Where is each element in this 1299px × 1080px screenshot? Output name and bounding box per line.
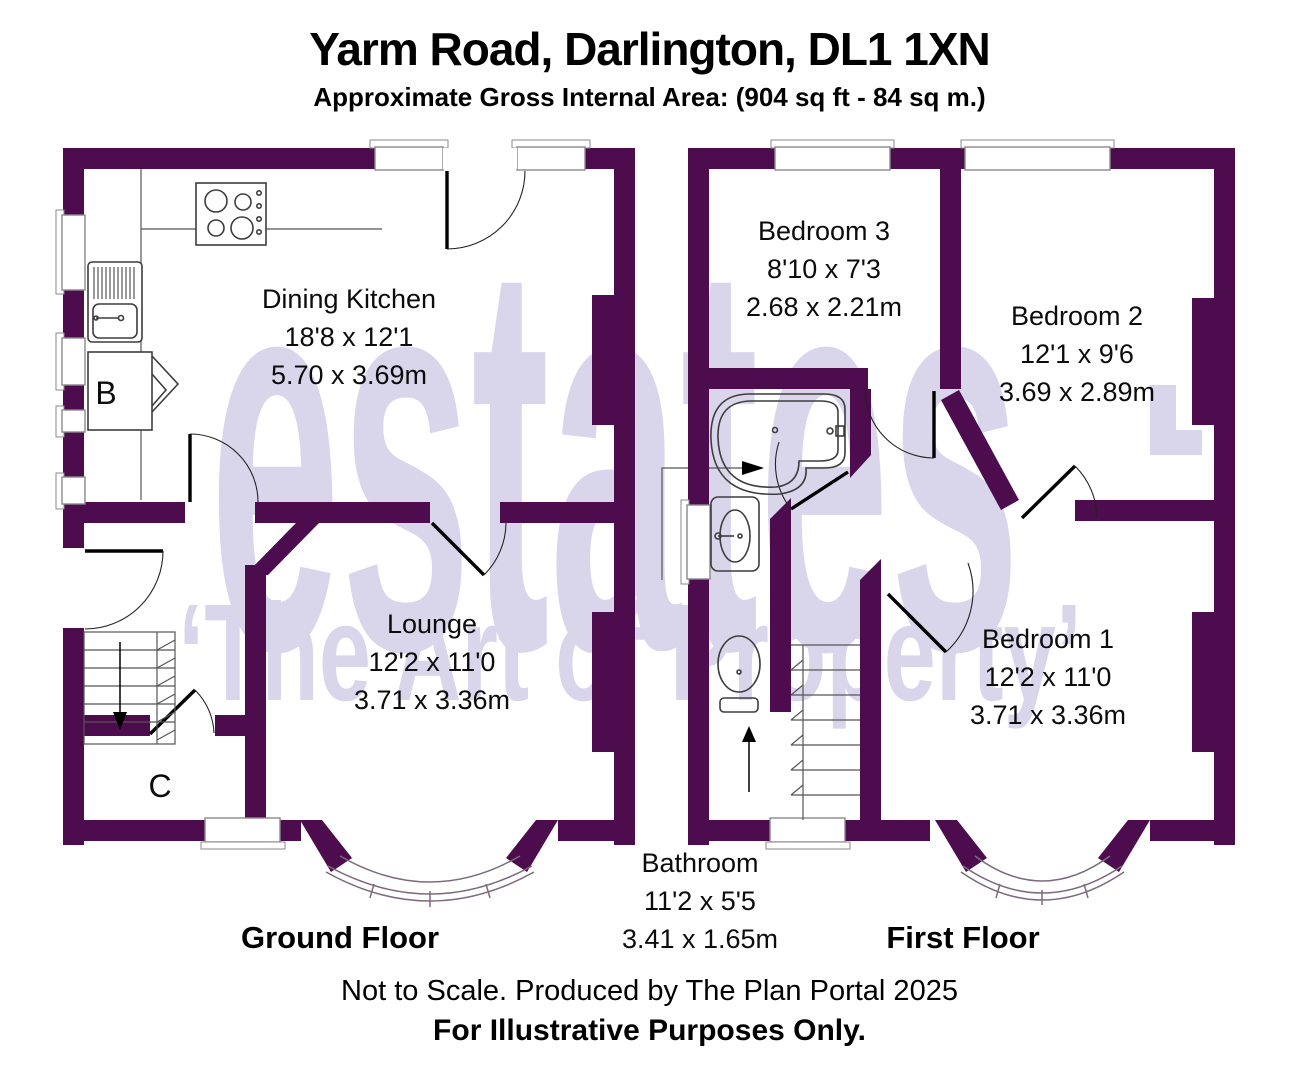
stairs-up — [742, 644, 860, 820]
room-name: Lounge — [387, 609, 477, 639]
boiler-label: B — [95, 375, 116, 411]
window — [369, 139, 449, 171]
room-name: Bedroom 3 — [758, 216, 890, 246]
wall — [558, 820, 635, 841]
room-size-imperial: 11'2 x 5'5 — [644, 886, 756, 916]
room-label-bedroom3: Bedroom 3 8'10 x 7'3 2.68 x 2.21m — [746, 216, 902, 322]
chimney-breast — [592, 295, 616, 425]
door-swing — [430, 521, 507, 577]
room-label-dining-kitchen: Dining Kitchen 18'8 x 12'1 5.70 x 3.69m — [262, 284, 436, 390]
room-label-bedroom2: Bedroom 2 12'1 x 9'6 3.69 x 2.89m — [999, 301, 1155, 407]
first-floor-plan: Bedroom 3 8'10 x 7'3 2.68 x 2.21m Bedroo… — [622, 139, 1235, 955]
window — [511, 139, 591, 171]
wall — [1150, 820, 1235, 841]
basin-icon — [710, 496, 760, 572]
kitchen-sink-icon — [87, 261, 143, 343]
boiler-cupboard — [87, 351, 180, 431]
window — [770, 139, 895, 171]
wall — [245, 523, 319, 575]
window — [960, 139, 1115, 171]
room-size-metric: 3.69 x 2.89m — [999, 377, 1155, 407]
wall — [770, 519, 791, 712]
toilet-icon — [717, 635, 761, 713]
wall — [688, 148, 709, 845]
chimney-breast — [592, 612, 616, 752]
room-size-metric: 2.68 x 2.21m — [746, 292, 902, 322]
watermark-logo-mark — [1150, 385, 1202, 455]
page-subtitle: Approximate Gross Internal Area: (904 sq… — [313, 82, 986, 112]
first-floor-caption: First Floor — [886, 920, 1039, 955]
wall — [941, 390, 1019, 510]
bay-window — [300, 820, 558, 907]
door-swing — [774, 441, 849, 511]
door-swing — [864, 388, 936, 459]
stairs-down — [83, 631, 176, 745]
room-size-imperial: 12'2 x 11'0 — [985, 662, 1112, 692]
wall — [1214, 148, 1235, 845]
window — [680, 499, 711, 585]
room-size-metric: 3.71 x 3.36m — [354, 685, 510, 715]
bay-window — [935, 820, 1150, 905]
wall — [215, 715, 249, 736]
footer-illustrative: For Illustrative Purposes Only. — [433, 1014, 866, 1047]
wall — [84, 502, 185, 523]
entry-arrow — [661, 461, 764, 580]
room-size-metric: 3.41 x 1.65m — [622, 924, 778, 954]
wall — [255, 502, 430, 523]
cupboard-label: C — [148, 768, 171, 804]
room-size-imperial: 12'1 x 9'6 — [1020, 339, 1134, 369]
room-label-bathroom: Bathroom 11'2 x 5'5 3.41 x 1.65m — [622, 848, 778, 954]
room-name: Bedroom 1 — [982, 624, 1114, 654]
room-label-bedroom1: Bedroom 1 12'2 x 11'0 3.71 x 3.36m — [970, 624, 1126, 730]
room-size-imperial: 12'2 x 11'0 — [369, 647, 496, 677]
wall — [500, 502, 616, 523]
window — [765, 817, 851, 850]
room-size-imperial: 8'10 x 7'3 — [767, 254, 881, 284]
room-name: Dining Kitchen — [262, 284, 436, 314]
wall — [614, 148, 635, 845]
door-swing — [62, 548, 164, 630]
bath-icon — [710, 393, 846, 496]
stairs-arrow-up — [742, 726, 756, 742]
page-title: Yarm Road, Darlington, DL1 1XN — [309, 23, 991, 75]
room-size-metric: 5.70 x 3.69m — [271, 360, 427, 390]
wall — [1075, 500, 1214, 521]
window — [200, 817, 286, 850]
ground-floor-plan: B Dining Kitchen — [55, 139, 635, 955]
window — [55, 405, 86, 438]
wall — [860, 580, 881, 820]
wall — [709, 368, 868, 389]
wall — [850, 389, 871, 455]
door-swing — [1020, 464, 1098, 520]
door-swing — [443, 148, 526, 250]
wall — [84, 715, 150, 736]
wall — [860, 559, 881, 580]
window — [55, 209, 86, 295]
wall — [245, 565, 266, 820]
wall — [770, 498, 791, 519]
door-swing — [188, 433, 259, 503]
wall — [688, 148, 1235, 169]
wall — [850, 455, 871, 478]
wall — [940, 169, 961, 389]
footer-disclaimer: Not to Scale. Produced by The Plan Porta… — [341, 975, 958, 1007]
chimney-breast — [1192, 612, 1216, 752]
room-size-metric: 3.71 x 3.36m — [970, 700, 1126, 730]
window — [55, 332, 86, 391]
chimney-breast — [1192, 298, 1216, 425]
room-name: Bathroom — [641, 848, 758, 878]
hob-icon — [195, 182, 267, 246]
room-size-imperial: 18'8 x 12'1 — [285, 322, 414, 352]
door-swing — [886, 562, 974, 654]
room-name: Bedroom 2 — [1011, 301, 1143, 331]
window — [55, 472, 86, 510]
stairs-arrow-down — [113, 712, 127, 730]
ground-floor-caption: Ground Floor — [241, 920, 439, 955]
room-label-lounge: Lounge 12'2 x 11'0 3.71 x 3.36m — [354, 609, 510, 715]
